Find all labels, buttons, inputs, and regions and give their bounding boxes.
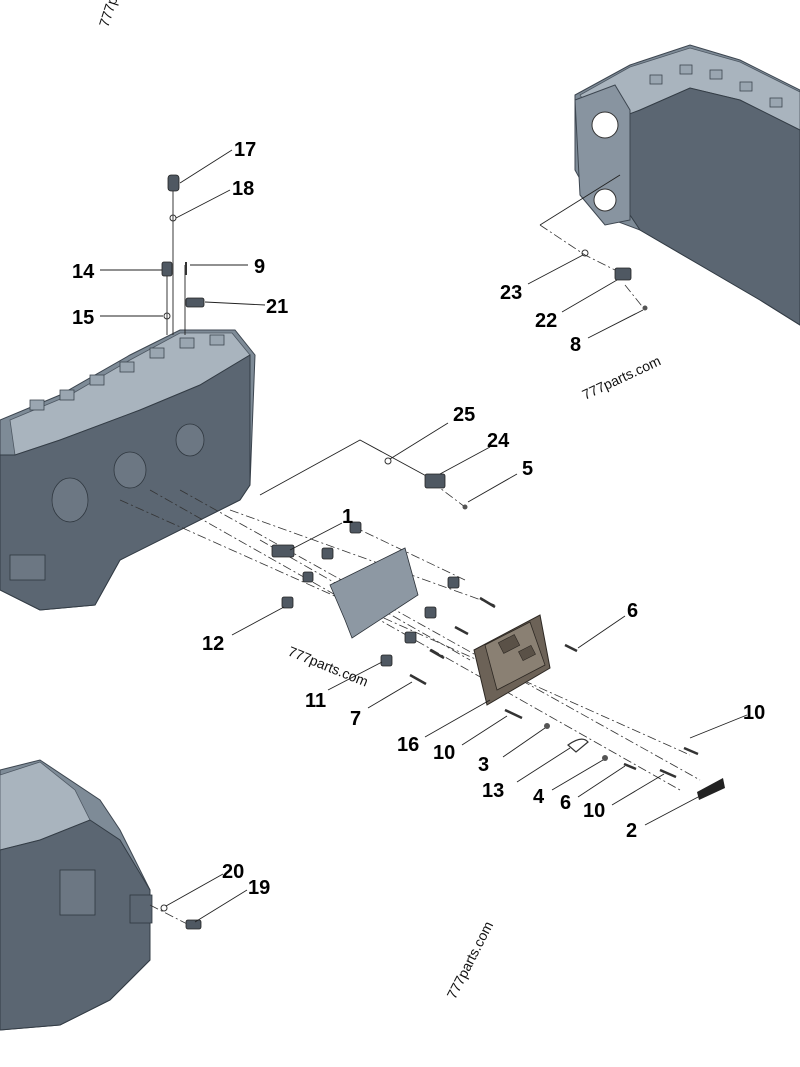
callout-21: 21 <box>266 296 288 318</box>
callout-25: 25 <box>453 404 475 426</box>
callout-17: 17 <box>234 139 256 161</box>
watermark-bottom: 777parts.com <box>443 919 496 1002</box>
small-parts <box>160 174 725 930</box>
callout-2: 2 <box>626 820 637 842</box>
callout-19: 19 <box>248 877 270 899</box>
callout-11: 11 <box>305 690 326 712</box>
callout-10c: 10 <box>583 800 605 822</box>
callout-4: 4 <box>533 786 545 808</box>
engine-block-main <box>0 329 256 611</box>
callout-1: 1 <box>342 506 353 528</box>
engine-block-bottom-left <box>0 759 153 1031</box>
callout-10b: 10 <box>743 702 765 724</box>
callout-16: 16 <box>397 734 419 756</box>
ecm-module <box>473 614 551 706</box>
callout-9: 9 <box>254 256 265 278</box>
callout-20: 20 <box>222 861 244 883</box>
callout-numbers: 17 18 14 9 15 21 23 22 8 25 24 5 1 6 12 … <box>72 139 765 899</box>
callout-18: 18 <box>232 178 254 200</box>
callout-15: 15 <box>72 307 94 329</box>
callout-8: 8 <box>570 334 581 356</box>
callout-leaders <box>100 149 748 923</box>
callout-7: 7 <box>350 708 361 730</box>
watermark-middle: 777parts.com <box>286 643 371 690</box>
callout-14: 14 <box>72 261 95 283</box>
assembly-lines <box>119 174 701 929</box>
callout-24: 24 <box>487 430 510 452</box>
callout-13: 13 <box>482 780 504 802</box>
callout-6b: 6 <box>560 792 571 814</box>
callout-3: 3 <box>478 754 489 776</box>
engine-block-top-right <box>574 44 800 326</box>
callout-12: 12 <box>202 633 224 655</box>
callout-6a: 6 <box>627 600 638 622</box>
callout-23: 23 <box>500 282 522 304</box>
watermark-upper: 777parts.com <box>580 352 664 402</box>
callout-22: 22 <box>535 310 557 332</box>
watermark-top-edge: 777p <box>96 0 121 29</box>
callout-10a: 10 <box>433 742 455 764</box>
callout-5: 5 <box>522 458 533 480</box>
